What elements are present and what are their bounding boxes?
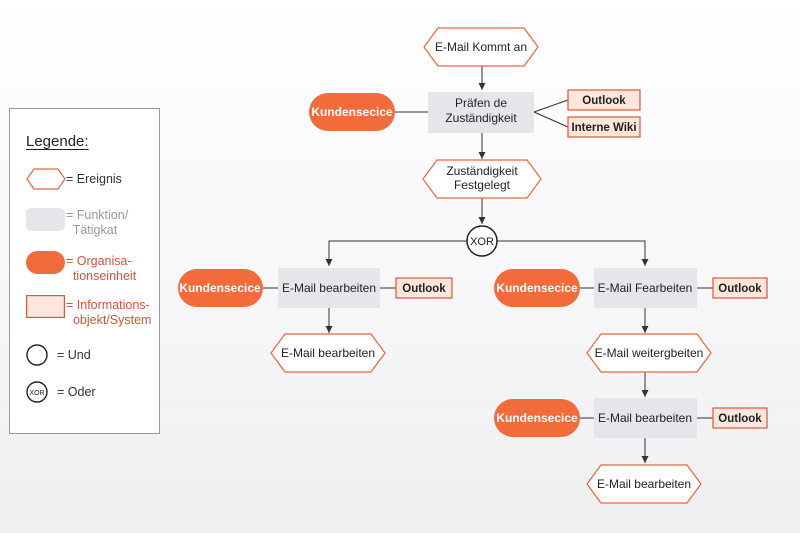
info-wiki-label: Interne Wiki [571,122,636,134]
event-forwarded: E-Mail weitergbeiten [586,333,712,373]
legend-org-label: = Organisa- tionseinheit [66,254,137,283]
event-final-label: E-Mail bearbeiten [597,477,691,491]
info-outlook-left: Outlook [395,277,453,299]
event-left-end: E-Mail bearbeiten [270,333,386,373]
org-unit-top: Kundensecice [309,93,395,131]
info-outlook-bottom: Outlook [712,407,768,429]
function-bottom-label: E-Mail bearbeiten [598,411,692,425]
info-internal-wiki: Interne Wiki [567,116,641,138]
org-unit-right-label: Kundensecice [496,281,578,295]
info-outlook-top: Outlook [567,89,641,111]
legend-function-symbol [26,208,65,231]
info-outlook-bottom-label: Outlook [718,413,762,425]
legend-org-symbol [26,251,65,274]
xor-gateway: XOR [466,225,498,257]
function-right: E-Mail Fearbeiten [594,268,697,308]
function-right-label: E-Mail Fearbeiten [598,281,693,295]
org-unit-bottom: Kundensecice [494,399,580,437]
org-unit-left: Kundensecice [178,269,263,307]
legend-and-label: = Und [57,348,91,362]
legend-and-symbol [26,344,48,366]
event-left-end-label: E-Mail bearbeiten [281,346,375,360]
function-bottom: E-Mail bearbeiten [594,398,697,438]
legend-info-label: = Informations- objekt/System [66,298,152,327]
info-outlook-left-label: Outlook [402,283,446,295]
legend-event-label: = Ereignis [66,172,122,186]
legend-function-label: = Funktion/ Tätigkat [66,208,129,237]
legend-event-symbol [26,168,66,190]
legend-info-symbol [26,295,65,318]
connector-xor-left [325,240,467,266]
legend-xor-symbol-text: XOR [29,390,44,397]
connector-xor-right [497,240,649,266]
info-outlook-top-label: Outlook [582,95,626,107]
org-unit-right: Kundensecice [494,269,580,307]
legend-title: Legende: [26,133,89,150]
event-start: E-Mail Kommt an [423,27,539,67]
connector-wiki [533,111,569,128]
function-left: E-Mail bearbeiten [278,268,380,308]
legend-xor-label: = Oder [57,385,96,399]
legend-xor-symbol: XOR [26,381,48,403]
xor-gateway-label: XOR [470,236,494,248]
event-final: E-Mail bearbeiten [586,464,702,504]
org-unit-top-label: Kundensecice [311,105,393,119]
event-forwarded-label: E-Mail weitergbeiten [595,346,704,360]
function-left-label: E-Mail bearbeiten [282,281,376,295]
info-outlook-right-label: Outlook [718,283,762,295]
event-start-label: E-Mail Kommt an [435,40,527,54]
legend-panel: Legende: = Ereignis = Funktion/ Tätigkat… [9,108,160,434]
connectors [262,66,713,463]
org-unit-left-label: Kundensecice [179,281,261,295]
org-unit-bottom-label: Kundensecice [496,411,578,425]
info-outlook-right: Outlook [712,277,768,299]
connector-outlook-top [533,99,569,113]
